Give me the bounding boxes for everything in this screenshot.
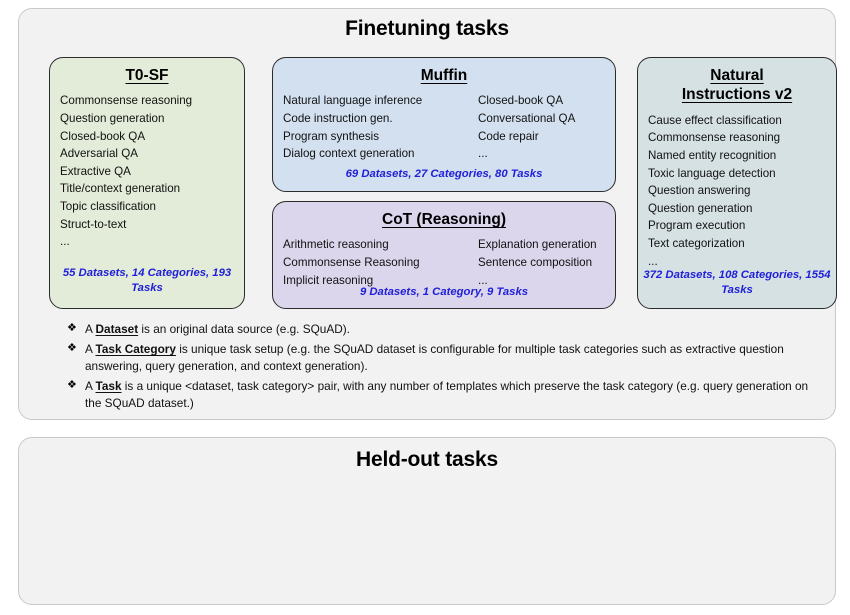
list-item: ... — [648, 254, 658, 268]
list-item: ... — [478, 147, 488, 161]
list-item: Struct-to-text — [60, 217, 127, 231]
definition-note: ❖ A Dataset is an original data source (e… — [57, 321, 813, 338]
definition-note-text: A Dataset is an original data source (e.… — [85, 322, 350, 336]
list-item: Code repair — [478, 129, 539, 143]
list-item: Commonsense Reasoning — [283, 255, 420, 269]
definition-note-text: A Task is a unique <dataset, task catego… — [85, 379, 809, 411]
list-item: Natural language inference — [283, 94, 423, 108]
card-ni-stat-text: 372 Datasets, 108 Categories, 1554 Tasks — [643, 268, 831, 296]
diamond-bullet-icon: ❖ — [67, 342, 77, 355]
list-item: Sentence composition — [478, 255, 593, 269]
definition-term: Dataset — [95, 322, 139, 336]
card-ni-title-line2: Instructions v2 — [681, 86, 793, 104]
list-item: Program execution — [648, 219, 746, 233]
card-ni-title: Natural Instructions v2 — [648, 66, 826, 105]
card-natural-instructions-v2[interactable]: Natural Instructions v2 Cause effect cla… — [637, 57, 837, 309]
card-cot-stat: 9 Datasets, 1 Category, 9 Tasks — [273, 285, 615, 300]
definition-term: Task — [95, 379, 122, 394]
definition-note-text: A Task Category is unique task setup (e.… — [85, 342, 784, 374]
finetuning-section-title: Finetuning tasks — [345, 17, 509, 40]
card-muffin-stat: 69 Datasets, 27 Categories, 80 Tasks — [273, 167, 615, 182]
list-item: Question generation — [648, 201, 753, 215]
card-ni-stat: 372 Datasets, 108 Categories, 1554 Tasks — [638, 268, 836, 299]
definition-note: ❖ A Task is a unique <dataset, task categ… — [57, 378, 813, 412]
definition-term: Task Category — [95, 342, 176, 357]
list-item: Extractive QA — [60, 164, 131, 178]
list-item: Closed-book QA — [478, 94, 564, 108]
list-item: Implicit reasoning — [283, 273, 374, 287]
list-item: Question generation — [60, 111, 165, 125]
diamond-bullet-icon: ❖ — [67, 379, 77, 392]
card-t0sf-stat-text: 55 Datasets, 14 Categories, 193 Tasks — [62, 266, 232, 294]
held-out-tasks-section: Held-out tasks MMLU Abstract algebraColl… — [18, 437, 836, 605]
list-item: Topic classification — [60, 200, 157, 214]
list-item: Arithmetic reasoning — [283, 238, 389, 252]
list-item: Dialog context generation — [283, 147, 415, 161]
list-item: Toxic language detection — [648, 166, 776, 180]
list-item: ... — [478, 273, 488, 287]
list-item: Commonsense reasoning — [60, 94, 193, 108]
finetuning-tasks-section: Finetuning tasks T0-SF Commonsense reaso… — [18, 8, 837, 420]
card-t0sf-title: T0-SF — [125, 67, 169, 84]
card-ni-title-line1: Natural — [710, 67, 764, 84]
list-item: Commonsense reasoning — [648, 131, 781, 145]
card-cot-title: CoT (Reasoning) — [382, 211, 506, 228]
list-item: Conversational QA — [478, 111, 576, 125]
card-muffin-stat-text: 69 Datasets, 27 Categories, 80 Tasks — [345, 167, 543, 180]
list-item: ... — [60, 235, 70, 249]
list-item: Named entity recognition — [648, 148, 777, 162]
definition-note: ❖ A Task Category is unique task setup (e… — [57, 341, 813, 375]
list-item: Closed-book QA — [60, 129, 146, 143]
list-item: Code instruction gen. — [283, 111, 393, 125]
list-item: Text categorization — [648, 237, 745, 251]
diamond-bullet-icon: ❖ — [67, 322, 77, 334]
list-item: Cause effect classification — [648, 113, 782, 127]
definitions-note-list: ❖ A Dataset is an original data source (e… — [57, 321, 813, 415]
list-item: Adversarial QA — [60, 147, 138, 161]
card-t0sf-stat: 55 Datasets, 14 Categories, 193 Tasks — [50, 266, 244, 297]
card-muffin-title: Muffin — [420, 67, 468, 84]
list-item: Explanation generation — [478, 238, 597, 252]
heldout-section-title: Held-out tasks — [356, 448, 498, 471]
list-item: Program synthesis — [283, 129, 380, 143]
list-item: Title/context generation — [60, 182, 181, 196]
list-item: Question answering — [648, 184, 751, 198]
card-cot-stat-text: 9 Datasets, 1 Category, 9 Tasks — [359, 285, 529, 298]
